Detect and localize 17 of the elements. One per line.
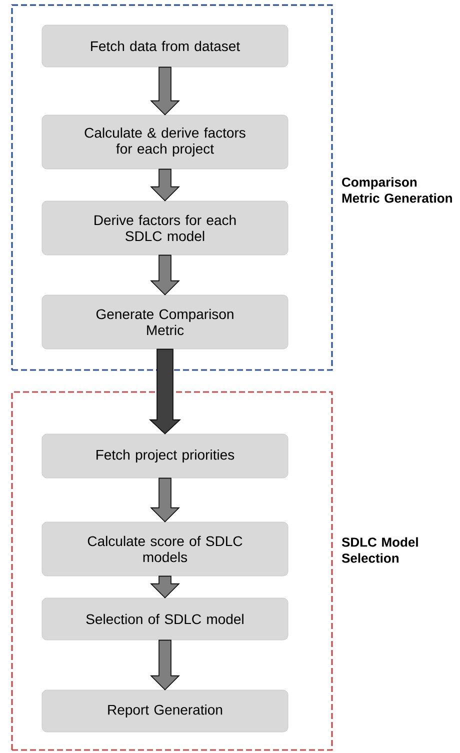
- process-box: Selection of SDLC model: [42, 598, 288, 640]
- process-box: Generate Comparison Metric: [42, 294, 288, 350]
- block-arrow: [150, 168, 180, 202]
- block-arrow: [150, 254, 180, 296]
- process-box: Derive factors for each SDLC model: [42, 200, 288, 256]
- block-arrow: [148, 348, 181, 434]
- group-label: SDLC Model Selection: [342, 537, 418, 563]
- process-box: Fetch data from dataset: [42, 24, 288, 68]
- process-box: Report Generation: [42, 690, 288, 732]
- block-arrow: [150, 640, 180, 690]
- block-arrow: [150, 576, 180, 598]
- group-label: Comparison Metric Generation: [342, 177, 452, 203]
- process-box: Calculate & derive factors for each project: [42, 114, 288, 170]
- block-arrow: [150, 66, 180, 116]
- block-arrow: [150, 478, 180, 522]
- process-box: Calculate score of SDLC models: [42, 522, 288, 576]
- process-box: Fetch project priorities: [42, 434, 288, 478]
